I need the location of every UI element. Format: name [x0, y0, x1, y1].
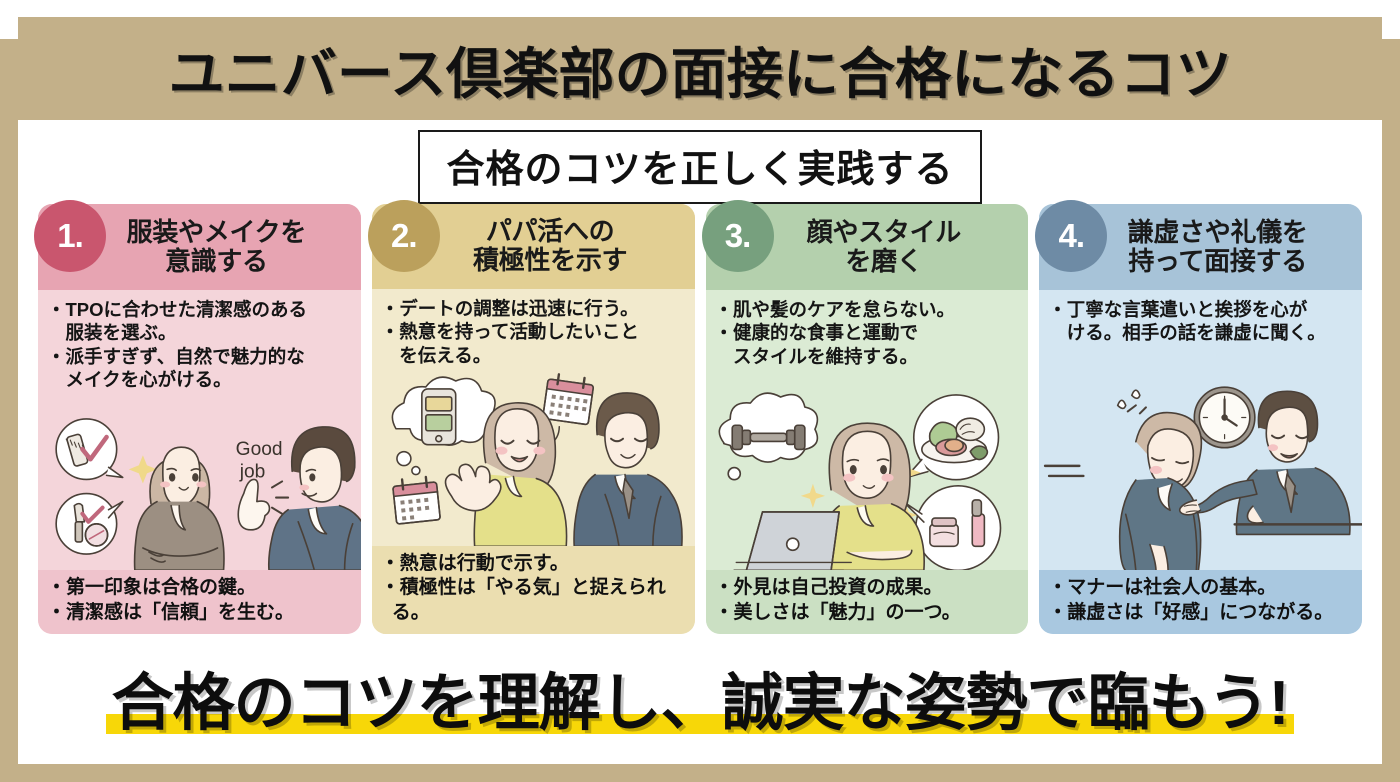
card-4-inner: 謙虚さや礼儀を 持って面接する ・丁寧な言葉遣いと挨拶を心が ける。相手の話を謙…	[1039, 204, 1362, 634]
card-1-title: 服装やメイクを 意識する	[126, 216, 307, 276]
banner-highlight-bar	[105, 714, 1295, 734]
card-1-bullet-3: メイクを心がける。	[47, 368, 232, 390]
card-1-title-line2: 意識する	[164, 246, 268, 276]
frame-top-strip	[0, 0, 1400, 17]
frame-title-notch-right	[1382, 17, 1400, 39]
card-2-footer: ・熱意は行動で示す。 ・積極性は「やる気」と捉えられる。	[371, 546, 695, 634]
card-4-number-badge: 4.	[1035, 200, 1108, 272]
card-4-illustration	[1039, 349, 1362, 571]
card-2-bullet-0: ・デートの調整は迅速に行う。	[380, 297, 639, 319]
card-4-footer: ・マナーは社会人の基本。 ・謙虚さは「好感」につながる。	[1039, 570, 1362, 634]
frame-title-notch-left	[0, 17, 18, 39]
card-1-footer: ・第一印象は合格の鍵。 ・清潔感は「信頼」を生む。	[38, 570, 361, 634]
card-2-bullets: ・デートの調整は迅速に行う。 ・熱意を持って活動したいこと を伝える。	[372, 289, 695, 371]
banner-text: 合格のコツを理解し、誠実な姿勢で臨もう!	[111, 669, 1290, 738]
good-job-line1: Good	[236, 439, 283, 460]
card-2-illustration	[372, 371, 695, 547]
card-4-title: 謙虚さや礼儀を 持って面接する	[1127, 216, 1308, 276]
subtitle-box: 合格のコツを正しく実践する	[418, 130, 982, 204]
card-4-title-line1: 謙虚さや礼儀を	[1127, 216, 1308, 247]
card-3-title: 顔やスタイル を磨く	[806, 216, 962, 276]
card-3-footer-1: ・美しさは「魅力」の一つ。	[714, 601, 961, 623]
card-3-bullet-1: ・健康的な食事と運動で	[714, 322, 919, 344]
title-band: ユニバース倶楽部の面接に合格になるコツ	[0, 17, 1400, 120]
card-1-footer-0: ・第一印象は合格の鍵。	[47, 577, 257, 599]
card-2-inner: パパ活への 積極性を示す ・デートの調整は迅速に行う。 ・熱意を持って活動したい…	[371, 204, 695, 634]
card-1-footer-1: ・清潔感は「信頼」を生む。	[47, 601, 295, 623]
card-2-bullet-1: ・熱意を持って活動したいこと	[380, 321, 639, 343]
card-3-inner: 顔やスタイル を磨く ・肌や髪のケアを怠らない。 ・健康的な食事と運動で スタイ…	[705, 204, 1029, 634]
card-4-footer-0: ・マナーは社会人の基本。	[1048, 577, 1277, 599]
card-3-bullet-0: ・肌や髪のケアを怠らない。	[714, 299, 956, 320]
card-4-footer-1: ・謙虚さは「好感」につながる。	[1048, 601, 1334, 623]
card-4-bullet-1: ける。相手の話を謙虚に聞く。	[1048, 322, 1326, 344]
card-1[interactable]: 1. 服装やメイクを 意識する ・TPOに合わせた清潔感のある 服装を選ぶ。 ・…	[34, 200, 361, 634]
card-1-title-line1: 服装やメイクを	[126, 216, 307, 247]
card-1-bullets: ・TPOに合わせた清潔感のある 服装を選ぶ。 ・派手すぎず、自然で魅力的な メイ…	[38, 290, 361, 395]
card-3-bullet-2: スタイルを維持する。	[714, 345, 919, 367]
card-1-bullet-1: 服装を選ぶ。	[47, 322, 177, 344]
card-2-title: パパ活への 積極性を示す	[473, 216, 628, 276]
banner-inner: 合格のコツを理解し、誠実な姿勢で臨もう!	[105, 652, 1295, 742]
card-4-title-line2: 持って面接する	[1128, 246, 1307, 276]
card-2-number-badge: 2.	[367, 200, 440, 272]
bottom-banner: 合格のコツを理解し、誠実な姿勢で臨もう!	[18, 638, 1382, 756]
content-panel: 合格のコツを正しく実践する 1. 服装やメイクを 意識する ・TPOに合わせた清…	[18, 120, 1382, 764]
good-job-line2: job	[239, 462, 266, 483]
page-title: ユニバース倶楽部の面接に合格になるコツ	[168, 42, 1232, 105]
card-2-bullet-2: を伝える。	[380, 344, 492, 366]
card-3[interactable]: 3. 顔やスタイル を磨く ・肌や髪のケアを怠らない。 ・健康的な食事と運動で …	[701, 200, 1029, 634]
card-3-footer-0: ・外見は自己投資の成果。	[714, 577, 943, 599]
card-4-bullet-0: ・丁寧な言葉遣いと挨拶を心が	[1048, 299, 1308, 320]
subtitle-text: 合格のコツを正しく実践する	[446, 149, 954, 191]
card-1-bullet-2: ・派手すぎず、自然で魅力的な	[47, 345, 305, 367]
card-4-bullets: ・丁寧な言葉遣いと挨拶を心が ける。相手の話を謙虚に聞く。	[1039, 290, 1362, 349]
card-2-title-line2: 積極性を示す	[473, 245, 628, 276]
card-4[interactable]: 4. 謙虚さや礼儀を 持って面接する ・丁寧な言葉遣いと挨拶を心が ける。相手の…	[1035, 200, 1362, 634]
cards-row: 1. 服装やメイクを 意識する ・TPOに合わせた清潔感のある 服装を選ぶ。 ・…	[34, 200, 1362, 634]
card-3-title-line1: 顔やスタイル	[806, 216, 962, 247]
card-1-illustration: Good job	[38, 395, 361, 571]
card-3-illustration	[706, 372, 1029, 571]
card-1-inner: 服装やメイクを 意識する ・TPOに合わせた清潔感のある 服装を選ぶ。 ・派手す…	[38, 204, 361, 634]
card-3-number-badge: 3.	[701, 200, 774, 272]
card-3-bullets: ・肌や髪のケアを怠らない。 ・健康的な食事と運動で スタイルを維持する。	[706, 290, 1029, 372]
subtitle-wrap: 合格のコツを正しく実践する	[18, 130, 1382, 204]
card-2-title-line1: パパ活への	[485, 216, 615, 247]
card-2-footer-1: ・積極性は「やる気」と捉えられる。	[380, 577, 666, 623]
card-2[interactable]: 2. パパ活への 積極性を示す ・デートの調整は迅速に行う。 ・熱意を持って活動…	[367, 200, 695, 634]
card-2-footer-0: ・熱意は行動で示す。	[380, 553, 569, 575]
card-1-number-badge: 1.	[34, 200, 106, 272]
card-3-footer: ・外見は自己投資の成果。 ・美しさは「魅力」の一つ。	[705, 570, 1029, 634]
card-3-title-line2: を磨く	[845, 246, 923, 276]
card-1-bullet-0: ・TPOに合わせた清潔感のある	[47, 299, 308, 320]
